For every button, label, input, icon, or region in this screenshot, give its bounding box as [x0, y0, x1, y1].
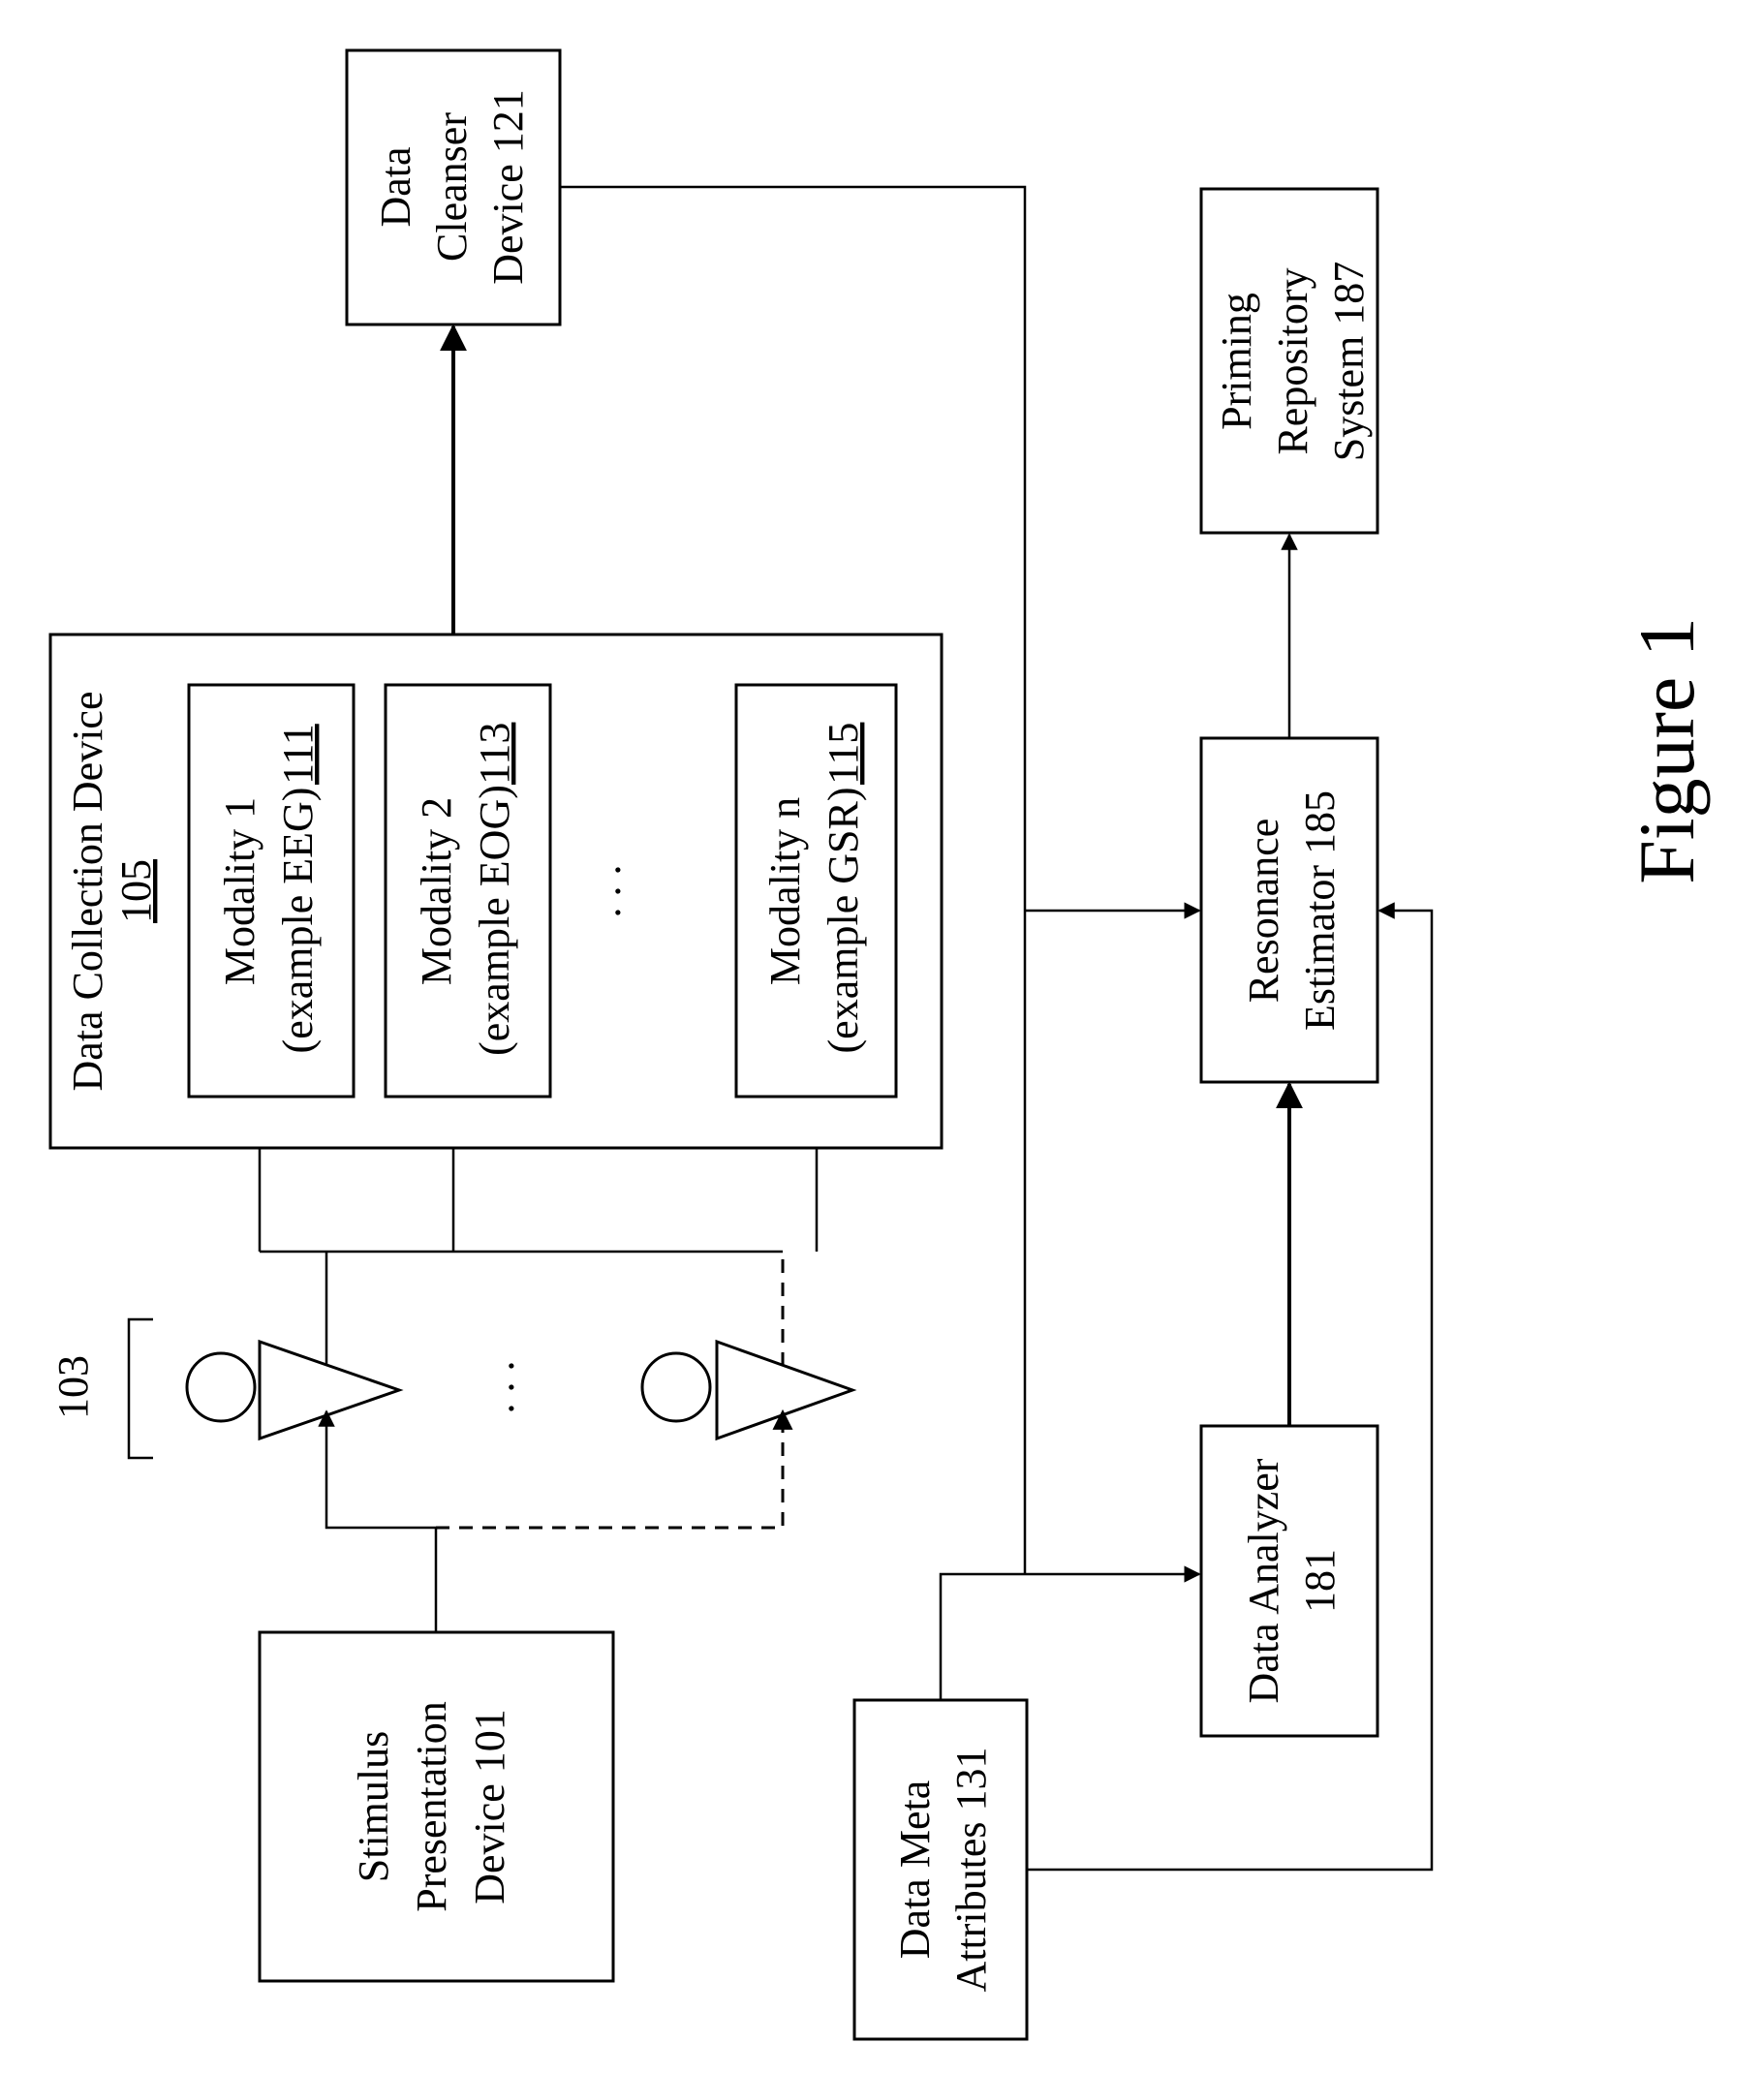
data-collection-title: Data Collection Device: [64, 692, 111, 1092]
figure-label: Figure 1: [1623, 617, 1711, 884]
modality-n-ref: 115: [820, 723, 867, 785]
data-meta-attributes-box: Data Meta Attributes 131: [854, 1700, 1027, 2039]
stimulus-presentation-device-box: Stimulus Presentation Device 101: [260, 1632, 613, 1981]
modality-n-box: Modality n (example GSR) 115: [736, 685, 896, 1097]
subject-n: [642, 1342, 852, 1439]
stimulus-to-subject-1-arrow: [326, 1411, 436, 1528]
subject-1-body: [260, 1342, 399, 1439]
data-collection-device-box: Data Collection Device 105 Modality 1 (e…: [50, 635, 942, 1148]
modality-ellipsis: . . .: [582, 865, 630, 918]
subject-n-head: [642, 1353, 710, 1421]
meta-to-analyzer-line: [941, 1574, 1025, 1700]
modality-1-ref: 111: [274, 724, 322, 785]
data-analyzer-box: Data Analyzer 181: [1201, 1426, 1377, 1736]
stimulus-label-3: Device 101: [466, 1709, 513, 1904]
modality-1-line1: Modality 1: [216, 797, 263, 985]
subjects-bracket: [129, 1319, 153, 1458]
priming-repository-box: Priming Repository System 187: [1201, 189, 1377, 533]
modality-2-box: Modality 2 (example EOG) 113: [386, 685, 550, 1097]
priming-label-2: Repository: [1269, 267, 1316, 454]
resonance-label-1: Resonance: [1240, 819, 1287, 1004]
subjects-ref: 103: [49, 1355, 97, 1419]
cleanser-label-3: Device 121: [484, 89, 532, 285]
priming-label-1: Priming: [1213, 293, 1260, 430]
modality-2-ref: 113: [471, 723, 518, 785]
subject-n-body: [717, 1342, 852, 1439]
priming-label-3: System 187: [1325, 262, 1373, 462]
modality-n-line1: Modality n: [761, 797, 809, 985]
stimulus-label-1: Stimulus: [350, 1731, 397, 1883]
modality-1-line2: (example EEG): [274, 788, 322, 1054]
meta-label-2: Attributes 131: [947, 1748, 995, 1993]
subject-1: [187, 1342, 399, 1439]
subject-1-head: [187, 1353, 255, 1421]
modality-2-line1: Modality 2: [413, 797, 460, 985]
modality-2-line2: (example EOG): [471, 785, 518, 1056]
resonance-estimator-box: Resonance Estimator 185: [1201, 738, 1377, 1082]
stimulus-label-2: Presentation: [408, 1701, 455, 1912]
subjects-ellipsis: . . .: [476, 1361, 523, 1414]
data-cleanser-device-box: Data Cleanser Device 121: [347, 50, 560, 325]
modality-1-box: Modality 1 (example EEG) 111: [189, 685, 354, 1097]
subjects-group: 103 . . .: [49, 1319, 852, 1458]
analyzer-label-1: Data Analyzer: [1240, 1458, 1287, 1703]
resonance-label-2: Estimator 185: [1296, 790, 1344, 1031]
modality-n-line2: (example GSR): [820, 788, 867, 1054]
data-collection-ref: 105: [112, 859, 160, 923]
cleanser-label-1: Data: [372, 146, 419, 227]
meta-label-1: Data Meta: [891, 1780, 939, 1959]
cleanser-label-2: Cleanser: [428, 112, 476, 262]
analyzer-label-2: 181: [1296, 1549, 1344, 1613]
